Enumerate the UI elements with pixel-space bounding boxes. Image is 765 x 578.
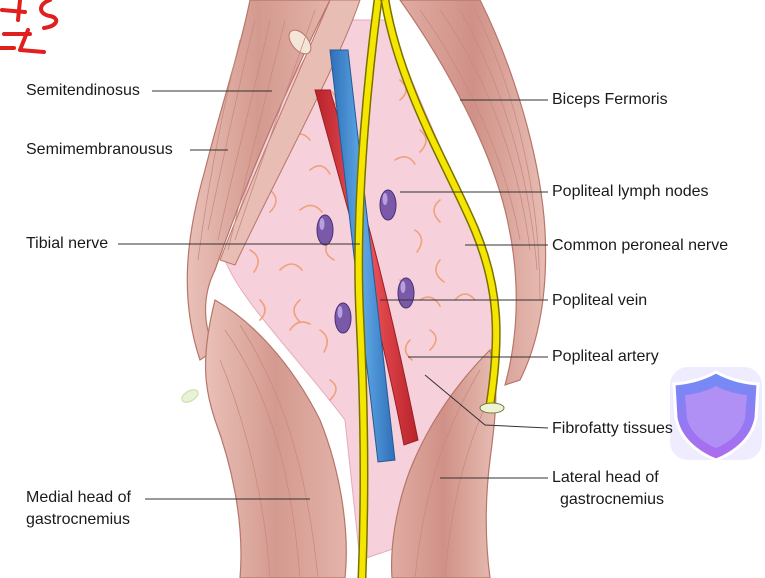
- lymph-node-highlights: [319, 193, 406, 318]
- label-popliteal-lymph-nodes: Popliteal lymph nodes: [552, 183, 709, 200]
- small-structure: [181, 389, 199, 403]
- label-lateral-head-line1: Lateral head of: [552, 469, 659, 486]
- peroneal-nerve-cut: [479, 402, 505, 414]
- label-popliteal-vein: Popliteal vein: [552, 292, 648, 309]
- handwritten-annotation: [0, 0, 59, 54]
- muscle-fibers-medial: [219, 324, 319, 578]
- biceps-femoris-muscle: [399, 0, 547, 386]
- label-fibrofatty-tissues: Fibrofatty tissues: [552, 420, 673, 437]
- label-lateral-head-line2: gastrocnemius: [560, 491, 665, 508]
- muscle-fibers-right: [419, 9, 541, 301]
- muscle-fibers-lateral: [414, 369, 489, 578]
- label-biceps-femoris: Biceps Fermoris: [552, 91, 668, 108]
- semitendinosus-tendon-cut: [288, 29, 312, 55]
- leader-lines: [118, 90, 549, 500]
- shield-badge-icon: [670, 367, 762, 462]
- muscle-fibers-left: [197, 9, 316, 261]
- label-popliteal-artery: Popliteal artery: [552, 348, 659, 365]
- label-tibial-nerve: Tibial nerve: [26, 235, 109, 252]
- label-medial-head-line2: gastrocnemius: [26, 511, 131, 528]
- label-semitendinosus: Semitendinosus: [26, 82, 140, 99]
- label-common-peroneal-nerve: Common peroneal nerve: [552, 237, 729, 254]
- label-semimembranousus: Semimembranousus: [26, 141, 173, 158]
- label-medial-head-line1: Medial head of: [26, 489, 131, 506]
